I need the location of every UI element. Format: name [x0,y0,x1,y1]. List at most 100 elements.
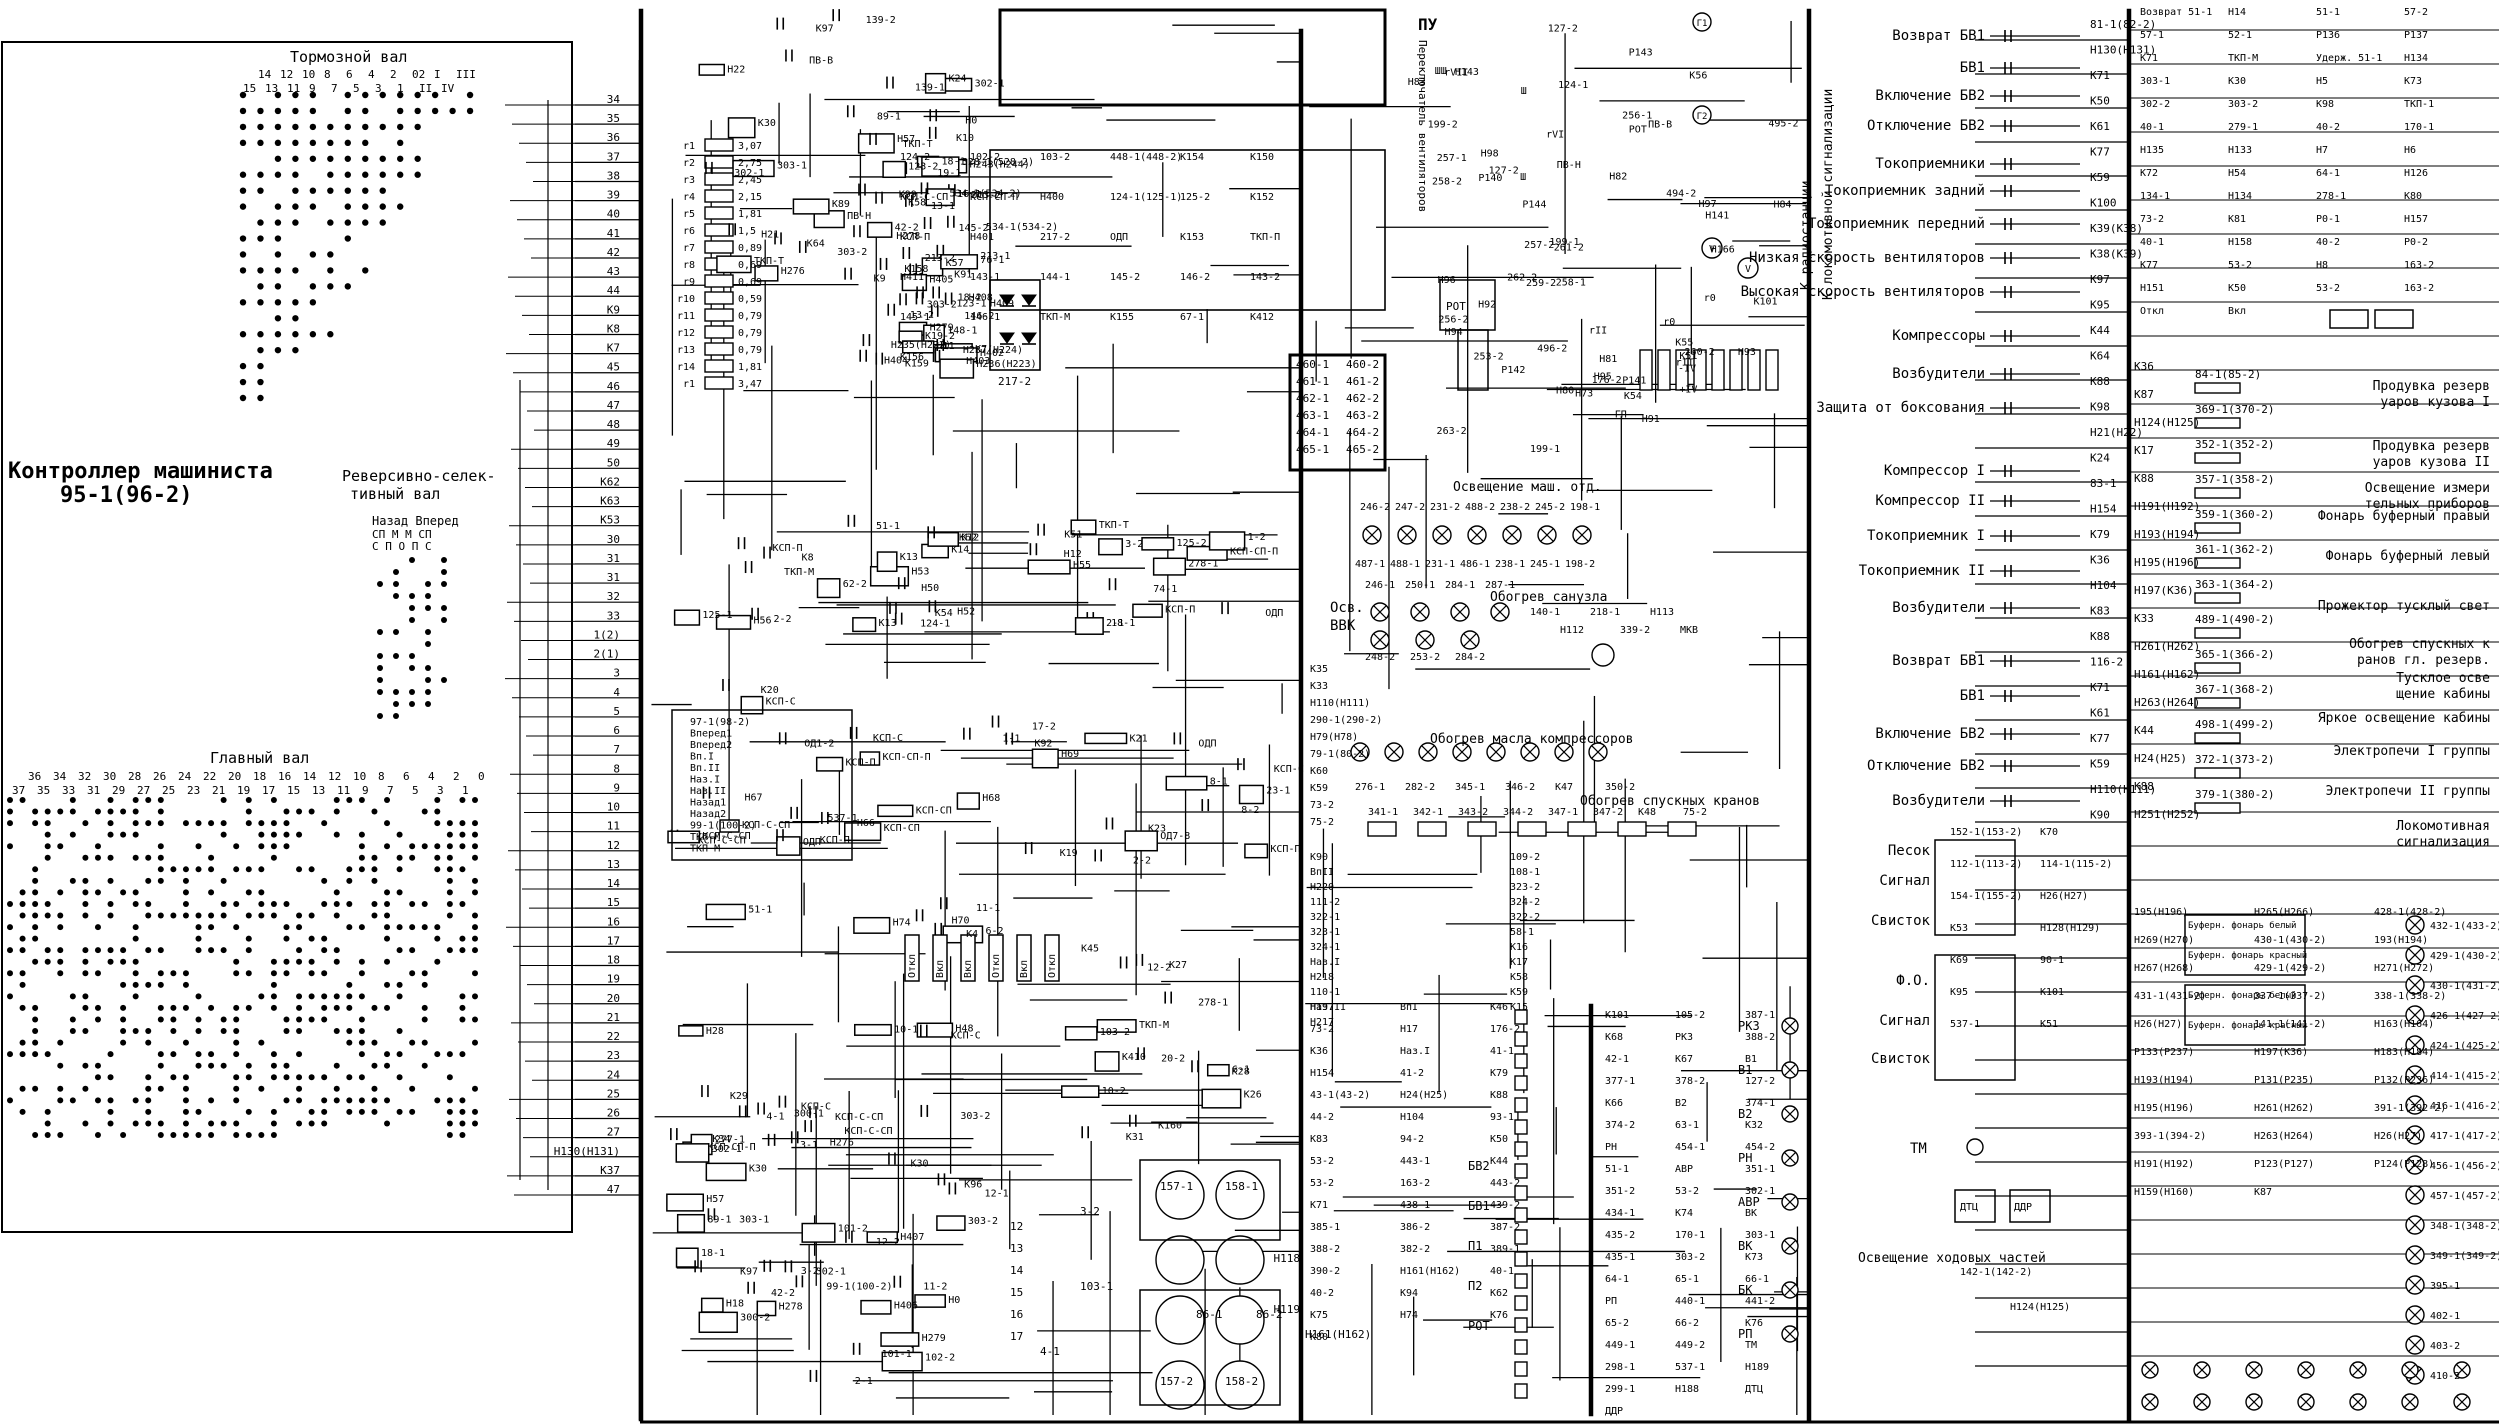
horn-label: Свисток [1871,1051,1931,1067]
contact-code: ОДП [1198,738,1216,749]
contact-dot [362,91,369,99]
main-position-label: 23 [187,784,200,797]
wire-number: 31 [607,552,620,565]
relay-coil [698,63,725,76]
contact-code: Н276 [781,266,805,277]
relay-panel-code: 441-2 [1745,1296,1775,1307]
wire-number: 50 [607,456,620,469]
wire [1453,605,1467,619]
contact-dot [44,1120,51,1127]
right-code: 134-1 [2140,191,2170,202]
fan-circuit-code: rVI [1546,130,1564,141]
contact-dot [258,993,265,1000]
contact-dot [245,820,252,827]
function-code: Н130(Н131) [2090,44,2156,57]
contact-dot [257,378,264,386]
contact-dot [296,912,303,919]
contact-code: Н235(Н222) [891,340,951,351]
contact-dot [19,900,26,907]
contact-dot [296,1051,303,1058]
contact-dot [19,1085,26,1092]
contact-dot [283,808,290,815]
contact-code: Н48 [955,1023,973,1034]
wire [1373,633,1387,647]
relay-coil [901,273,928,292]
contact-dot [362,203,369,210]
contact-dot [333,900,340,907]
brake-position-label: 6 [346,68,353,81]
function-code: К77 [2090,146,2110,159]
relay-coil [1238,784,1265,805]
contact-dot [69,831,76,838]
contact-dot [396,866,403,873]
switch-label: Откл [907,954,918,978]
relay-panel-code: К101 [1605,1010,1629,1021]
fuse-symbol [2194,452,2241,464]
contact-dot [459,1132,466,1138]
contact-code: Н243(Н244) [970,160,1030,171]
contact-dot [182,970,189,977]
lower-mid-code: 94-2 [1400,1134,1424,1145]
contact-dot [245,1004,252,1011]
right-rail [1806,8,1812,1422]
relay-coil [1514,1075,1528,1091]
function-code: К88 [2090,375,2110,388]
contact-dot [270,797,277,803]
contact-dot [145,1108,152,1115]
valve-heat-label: Обогрев спускных кранов [1580,794,1760,809]
wire-number: 40 [607,208,620,221]
wire-number: 36 [607,131,620,144]
contact-dot [434,1051,441,1058]
relay-block-code: 464-1 [1296,426,1329,439]
wire [2351,1395,2365,1409]
contact-dot [379,219,386,226]
relay-panel-code: К66 [1605,1098,1623,1109]
contact-code: Н279 [930,322,954,333]
fan-circuit-code: Н92 [1478,300,1496,311]
contact-dot [258,912,265,919]
wire [2408,1278,2422,1292]
contact-dot [327,123,334,131]
contact-dot [132,900,139,907]
contact-dot [182,889,189,896]
contact-dot [296,1085,303,1092]
contact-dot [292,346,299,354]
contact-code: 1-1 [1002,734,1020,745]
lamp-code: 287-1 [1485,580,1515,591]
right-code: Н6 [2404,145,2416,156]
bottom-code: Н217 [1310,1017,1334,1028]
center-code: Н411 [900,272,924,283]
contact-dot [384,981,391,988]
main-position-label: 30 [103,770,116,783]
contact-dot [308,970,315,977]
contact-code: 2-2 [773,614,791,625]
contact-dot [270,1051,277,1058]
contact-code: Н52 [957,606,975,617]
bottom-code: К17 [1510,957,1528,968]
contact-dot [321,1097,328,1104]
contact-dot [292,123,299,131]
contact-dot [233,970,240,977]
contact-dot [283,831,290,838]
relay-coil [914,1294,946,1308]
right-code: Н157 [2404,214,2428,225]
right-code: К71 [2140,53,2158,64]
contact-dot [145,981,152,988]
resistor-name: r5 [683,209,695,220]
contact-dot [57,1039,64,1046]
contact-code: К89 [832,199,850,210]
contact-dot [94,1097,101,1104]
bottom-code: 323-2 [1510,882,1540,893]
contact-dot [321,877,328,884]
contact-dot [245,947,252,954]
contact-dot [425,665,431,671]
contact-code: 303-2 [927,299,957,310]
contact-dot [120,1028,127,1035]
lower-mid-code: Н154 [1310,1068,1334,1079]
relay-panel-code: 388-2 [1745,1032,1775,1043]
wire-number: К8 [607,322,620,335]
contact-dot [107,947,114,954]
contact-dot [472,924,478,931]
main-position-label: 2 [453,770,460,783]
resistor [704,325,734,339]
